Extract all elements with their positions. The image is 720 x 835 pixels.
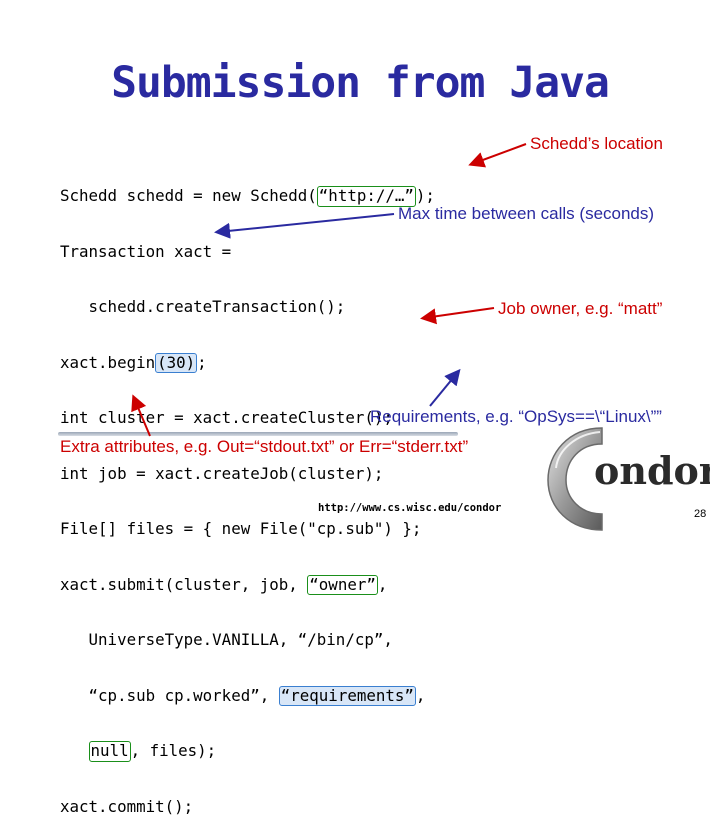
requirements-highlight: “requirements” [278, 685, 416, 706]
divider-rule [58, 432, 458, 436]
code-text: int cluster = xact.createCluster(); [60, 408, 393, 427]
code-text: ; [197, 352, 207, 372]
code-line: xact.begin(30); [60, 352, 435, 373]
requirements-annotation: Requirements, e.g. “OpSys==\“Linux\”” [370, 407, 662, 426]
code-line: null, files); [60, 741, 435, 762]
code-line: UniverseType.VANILLA, “/bin/cp”, [60, 630, 435, 650]
code-line: schedd.createTransaction(); [60, 297, 435, 317]
extra-attributes-arrow [131, 394, 151, 437]
code-line: “cp.sub cp.worked”, “requirements”, [60, 685, 435, 706]
max-time-arrow [214, 213, 395, 239]
job-owner-arrow [420, 307, 495, 325]
code-line: int cluster = xact.createCluster(); [60, 408, 435, 428]
code-text: , [377, 574, 388, 594]
schedd-location-annotation: Schedd’s location [530, 134, 663, 153]
schedd-url-highlight: “http://…” [316, 186, 416, 207]
null-attributes-highlight: null [88, 741, 131, 762]
code-text: xact.submit(cluster, job, [60, 574, 308, 594]
code-text: Schedd schedd = new Schedd( [60, 186, 317, 205]
code-text: xact.begin [60, 352, 156, 372]
code-text: Transaction xact = [60, 241, 232, 261]
max-time-annotation: Max time between calls (seconds) [398, 204, 655, 223]
code-text: “cp.sub cp.worked”, [60, 685, 279, 705]
requirements-arrow [429, 368, 461, 407]
code-text [60, 741, 89, 760]
code-line: xact.commit(); [60, 796, 435, 817]
footer-url: http://www.cs.wisc.edu/condor [318, 502, 502, 514]
code-line: File[] files = { new File("cp.sub") }; [60, 519, 435, 539]
extra-attributes-annotation: Extra attributes, e.g. Out=“stdout.txt” … [60, 437, 469, 456]
code-text: , [415, 685, 426, 705]
condor-logo: ondor [547, 427, 710, 531]
code-text: ); [415, 186, 435, 205]
code-text: int job = xact.createJob(cluster); [60, 463, 384, 483]
code-text: xact.commit(); [60, 796, 194, 816]
code-text: schedd.createTransaction(); [60, 297, 346, 316]
begin-timeout-highlight: (30) [155, 352, 198, 373]
code-line: xact.submit(cluster, job, “owner”, [60, 574, 435, 595]
owner-highlight: “owner” [307, 574, 378, 595]
code-line: Schedd schedd = new Schedd(“http://…”); [60, 186, 435, 207]
page-number: 28 [694, 508, 707, 520]
schedd-location-arrow [468, 143, 527, 168]
code-line: int job = xact.createJob(cluster); [60, 463, 435, 484]
code-text: UniverseType.VANILLA, “/bin/cp”, [60, 630, 393, 649]
code-text: , files); [130, 741, 217, 760]
code-text: File[] files = { new File("cp.sub") }; [60, 519, 422, 538]
logo-wordmark: ondor [594, 448, 710, 493]
job-owner-annotation: Job owner, e.g. “matt” [498, 299, 663, 318]
slide-title: Submission from Java [111, 58, 610, 108]
annotation-arrows [131, 143, 527, 437]
code-line: Transaction xact = [60, 241, 435, 262]
